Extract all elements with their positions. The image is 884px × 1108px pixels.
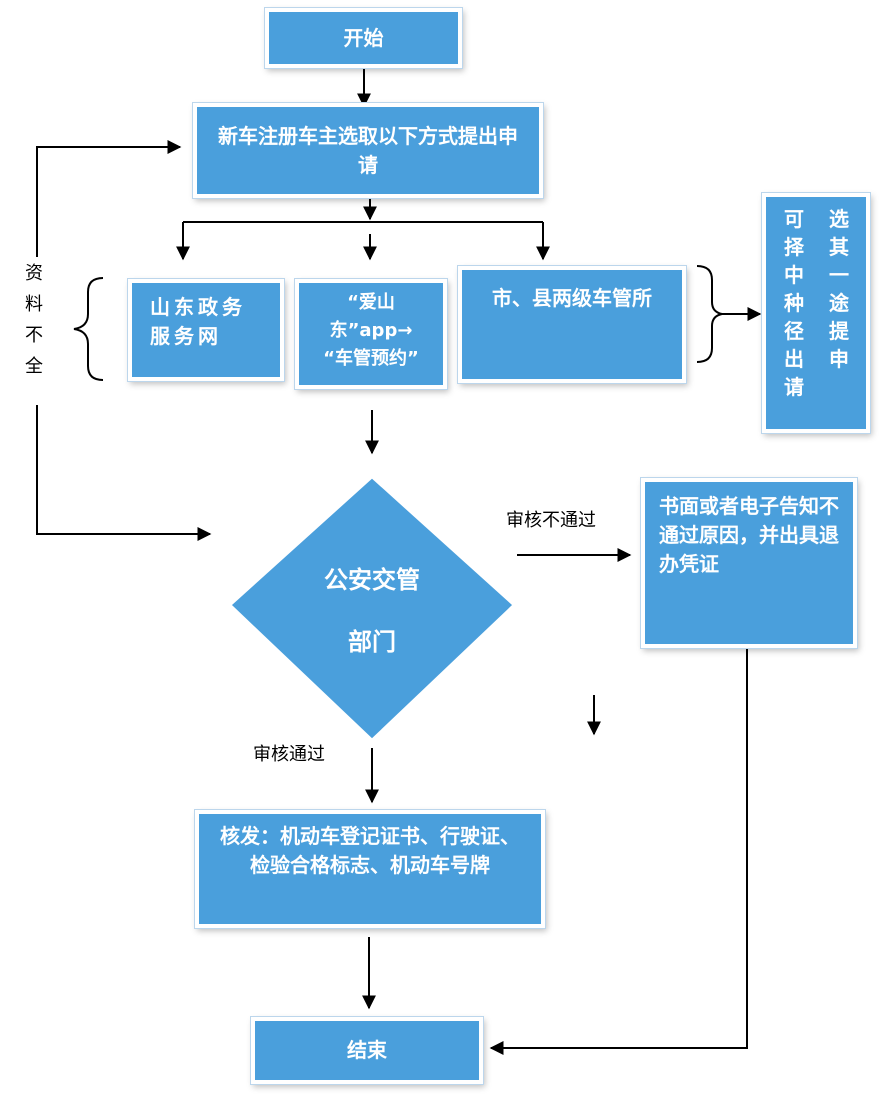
choose-one-col2: 选其一途提申 — [829, 207, 849, 371]
issue-label: 核发：机动车登记证书、行驶证、检验合格标志、机动车号牌 — [220, 824, 520, 877]
issue-node: 核发：机动车登记证书、行驶证、检验合格标志、机动车号牌 — [195, 810, 545, 928]
incomplete-label: 资料不全 — [25, 263, 43, 377]
end-label: 结束 — [347, 1038, 387, 1062]
reject-notice-label: 书面或者电子告知不通过原因，并出具退办凭证 — [659, 494, 839, 576]
register-node: 新车注册车主选取以下方式提出申请 — [193, 103, 543, 198]
arrow-reject-to-end — [489, 648, 748, 1055]
review-line1: 公安交管 — [324, 566, 420, 594]
choose-one-col1: 可择中种径出请 — [784, 207, 804, 399]
option-office-label: 市、县两级车管所 — [492, 286, 652, 310]
review-line2: 部门 — [348, 628, 396, 656]
option-office-node: 市、县两级车管所 — [458, 266, 686, 383]
option-app-line3: “车管预约” — [323, 347, 419, 369]
start-node: 开始 — [265, 8, 462, 68]
option-portal-node: 山东政务服务网 — [128, 279, 284, 381]
loop-incomplete-top — [36, 140, 182, 257]
left-brace — [73, 277, 104, 381]
right-brace — [696, 265, 723, 363]
option-app-line1: “爱山 — [347, 292, 395, 313]
register-label: 新车注册车主选取以下方式提出申请 — [218, 123, 518, 177]
end-node: 结束 — [251, 1017, 483, 1084]
option-portal-label: 山东政务服务网 — [150, 295, 246, 348]
loop-incomplete-bottom — [36, 405, 212, 541]
review-diamond — [226, 473, 518, 744]
choose-one-node: 可择中种径出请 选其一途提申 — [762, 193, 870, 433]
option-app-line2: 东”app→ — [329, 319, 413, 341]
review-fail-label: 审核不通过 — [506, 510, 596, 531]
reject-notice-node: 书面或者电子告知不通过原因，并出具退办凭证 — [641, 478, 857, 648]
option-app-node: “爱山 东”app→ “车管预约” — [295, 279, 447, 389]
start-label: 开始 — [343, 25, 384, 50]
review-pass-label: 审核通过 — [253, 744, 325, 765]
